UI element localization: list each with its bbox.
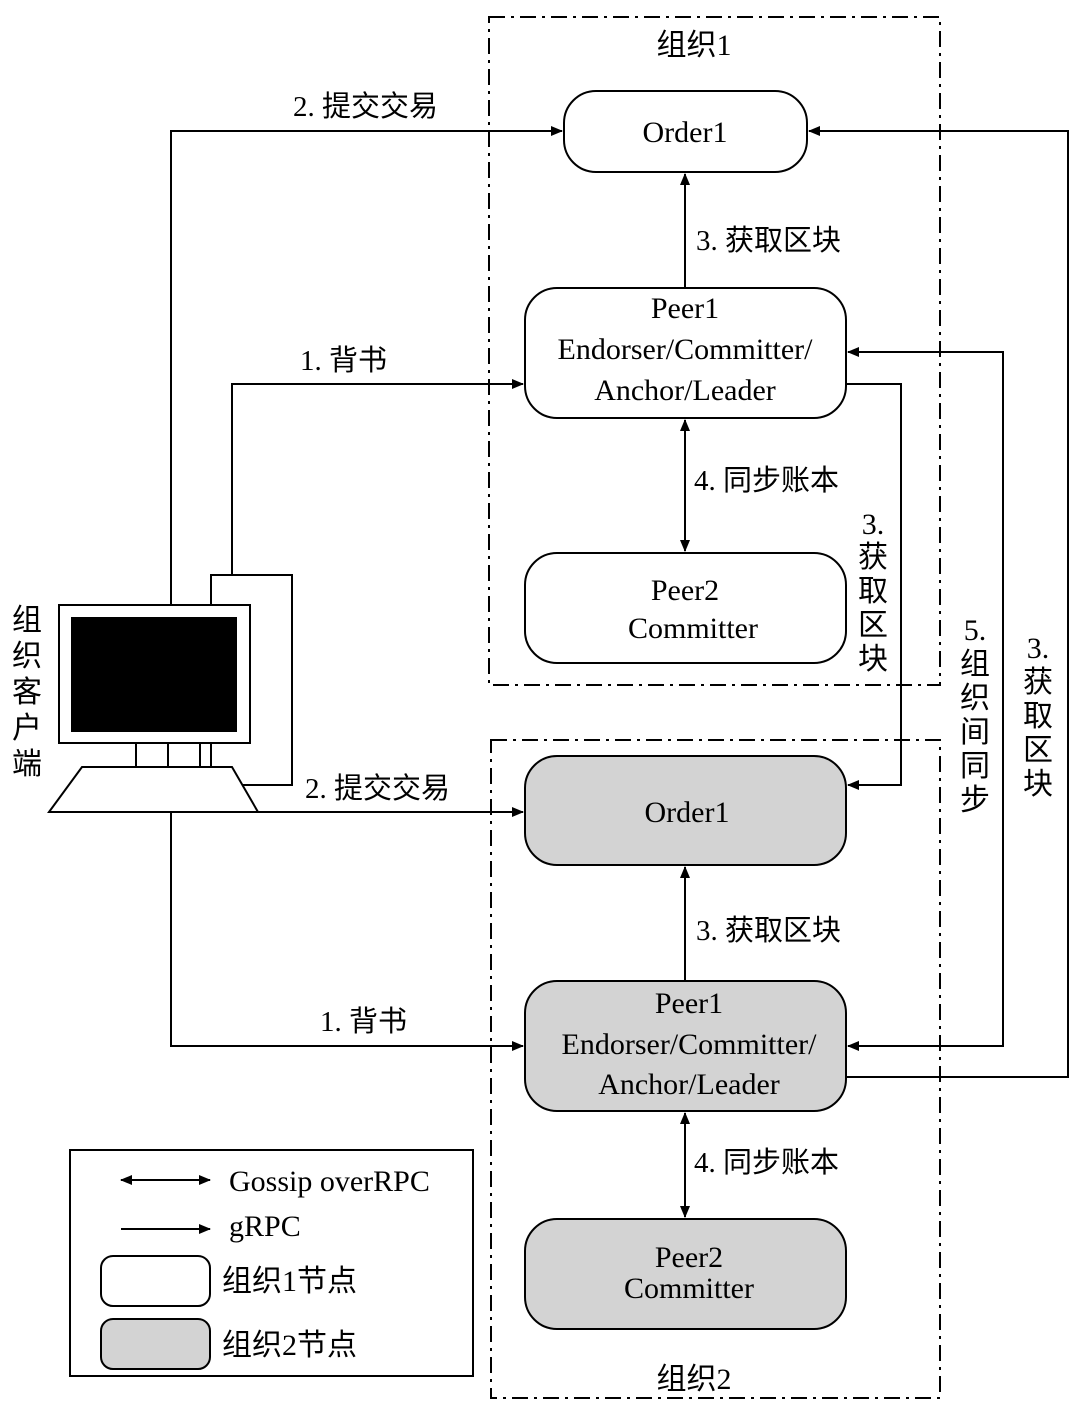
svg-text:块: 块 — [1023, 768, 1053, 801]
org2-peer2-line2: Committer — [624, 1272, 754, 1305]
svg-text:端: 端 — [12, 748, 42, 781]
org2-title: 组织2 — [657, 1363, 732, 1396]
edge-label-submit-tx-org1: 2. 提交交易 — [293, 90, 438, 123]
svg-text:户: 户 — [12, 712, 42, 745]
svg-text:区: 区 — [1023, 734, 1053, 767]
org2-peer1-line3: Anchor/Leader — [598, 1068, 780, 1101]
legend-org2-swatch — [100, 1318, 211, 1370]
edge-label-cross-get-block-b: 3. 获 取 区 块 — [1023, 632, 1053, 801]
org1-peer2-line2: Committer — [628, 612, 758, 645]
legend: Gossip overRPC gRPC 组织1节点 组织2节点 — [69, 1149, 474, 1377]
svg-text:织: 织 — [12, 640, 42, 673]
edge-label-submit-tx-org2: 2. 提交交易 — [305, 772, 450, 805]
edge-submit-tx-org1 — [170, 126, 563, 605]
svg-text:取: 取 — [1023, 700, 1053, 733]
svg-text:组: 组 — [12, 604, 42, 637]
svg-text:织: 织 — [960, 682, 990, 715]
legend-gossip-label: Gossip overRPC — [229, 1165, 430, 1198]
svg-text:区: 区 — [858, 609, 888, 642]
edge-label-get-block-org2: 3. 获取区块 — [696, 914, 841, 947]
edge-label-endorse-org1: 1. 背书 — [300, 344, 387, 377]
svg-text:取: 取 — [858, 575, 888, 608]
legend-org2-label: 组织2节点 — [222, 1329, 357, 1362]
edge-endorse-org2 — [170, 812, 524, 1051]
org2-order-label: Order1 — [645, 796, 730, 829]
edge-label-endorse-org2: 1. 背书 — [320, 1005, 407, 1038]
computer-icon[interactable] — [47, 574, 293, 813]
computer-screen — [71, 617, 237, 732]
edge-label-sync-ledger-org2: 4. 同步账本 — [694, 1146, 839, 1179]
computer-keyboard — [47, 766, 260, 813]
client-label: 组 织 客 户 端 — [12, 604, 42, 781]
legend-org1-swatch — [100, 1255, 211, 1307]
edge-cross-get-block-b — [808, 126, 1069, 1078]
svg-text:3.: 3. — [1027, 632, 1050, 665]
svg-text:客: 客 — [12, 676, 42, 709]
org2-boundary — [490, 739, 941, 1399]
legend-grpc-label: gRPC — [229, 1210, 301, 1243]
svg-text:获: 获 — [1023, 666, 1053, 699]
edge-label-get-block-org1: 3. 获取区块 — [696, 224, 841, 257]
org2-order-node[interactable] — [524, 755, 847, 866]
org2-peer2-node[interactable] — [524, 1218, 847, 1330]
svg-text:同: 同 — [960, 750, 990, 783]
svg-text:块: 块 — [858, 643, 888, 676]
svg-text:间: 间 — [960, 716, 990, 749]
org1-peer2-line1: Peer2 — [651, 574, 719, 607]
org1-peer1-line3: Anchor/Leader — [594, 374, 776, 407]
org1-title: 组织1 — [657, 29, 732, 62]
svg-text:步: 步 — [960, 784, 990, 817]
org1-peer2-node[interactable] — [524, 552, 847, 664]
svg-text:组: 组 — [960, 648, 990, 681]
org1-order-label: Order1 — [643, 116, 728, 149]
org1-peer1-line1: Peer1 — [651, 292, 719, 325]
edge-endorse-org1 — [231, 379, 524, 575]
org1-peer1-line2: Endorser/Committer/ — [558, 333, 814, 366]
edge-label-cross-get-block-a: 3. 获 取 区 块 — [858, 508, 888, 676]
org2-peer1-line2: Endorser/Committer/ — [562, 1028, 818, 1061]
svg-text:5.: 5. — [964, 614, 987, 647]
svg-text:3.: 3. — [862, 508, 885, 541]
svg-text:获: 获 — [858, 541, 888, 574]
org1-order-node[interactable] — [563, 90, 808, 173]
org2-peer1-line1: Peer1 — [655, 987, 723, 1020]
edge-cross-get-block-a — [846, 383, 902, 790]
org2-peer2-line1: Peer2 — [655, 1241, 723, 1274]
edge-label-sync-ledger-org1: 4. 同步账本 — [694, 464, 839, 497]
edge-inter-org-sync — [847, 347, 1004, 1051]
legend-org1-label: 组织1节点 — [222, 1265, 357, 1298]
edge-label-inter-org-sync: 5. 组 织 间 同 步 — [960, 614, 990, 817]
